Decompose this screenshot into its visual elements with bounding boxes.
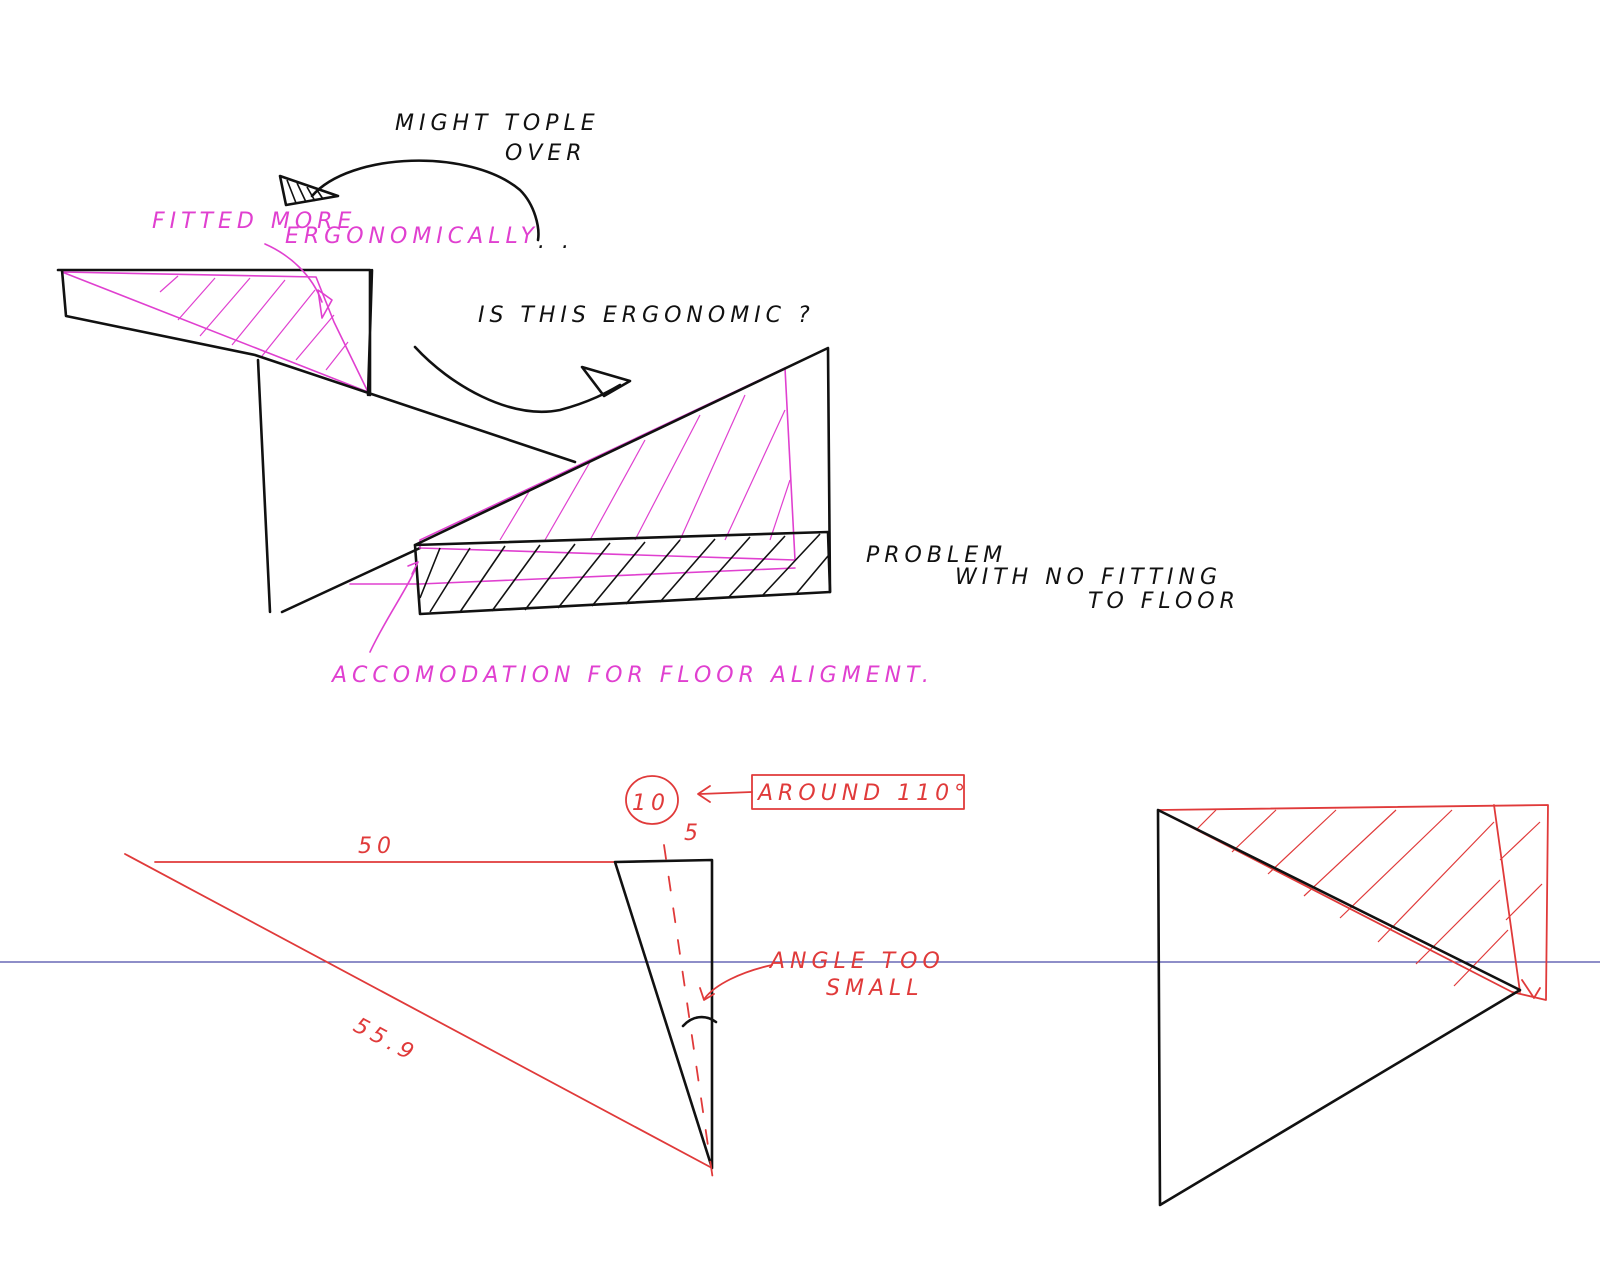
is-this-ergonomic: IS THIS ERGONOMIC ? bbox=[478, 303, 815, 328]
small-value: 5 bbox=[684, 821, 703, 846]
problem-line2: WITH NO FITTING bbox=[955, 565, 1222, 590]
black-triangle-outline bbox=[1156, 808, 1522, 1207]
angle-note-line1: ANGLE TOO bbox=[768, 949, 945, 974]
fitted-line2: ERGONOMICALLY bbox=[285, 224, 539, 249]
floor-bar-hatch bbox=[419, 533, 829, 613]
block-right bbox=[413, 346, 832, 594]
might-topple-line2: OVER bbox=[505, 141, 587, 166]
top-length-label: 50 bbox=[358, 834, 396, 859]
might-topple-line1: MIGHT TOPLE bbox=[395, 111, 600, 136]
top-sketch: . . bbox=[56, 159, 832, 653]
fitted-line1: FITTED MORE bbox=[152, 209, 356, 234]
magenta-hatch-right bbox=[499, 394, 791, 541]
wedge-sketch bbox=[1156, 804, 1549, 1207]
circled-value-ring bbox=[625, 775, 679, 825]
angle-box bbox=[751, 774, 965, 810]
floor-bar bbox=[413, 530, 832, 616]
problem-line3: TO FLOOR bbox=[1088, 589, 1240, 614]
red-hatch bbox=[1195, 809, 1543, 987]
topple-arrow bbox=[310, 159, 540, 242]
problem-line1: PROBLEM bbox=[866, 543, 1007, 568]
magenta-hatch-left bbox=[159, 275, 349, 371]
magenta-wedge-left bbox=[61, 271, 369, 393]
topple-triangle bbox=[278, 174, 340, 207]
ergonomic-arrow bbox=[413, 345, 622, 413]
measurement-sketch bbox=[124, 774, 965, 1181]
floor-accommodation: ACCOMODATION FOR FLOOR ALIGMENT. bbox=[330, 663, 934, 688]
red-hatched-wedge bbox=[1157, 804, 1549, 1001]
narrow-triangle bbox=[613, 858, 714, 1170]
angle-note-line2: SMALL bbox=[826, 976, 924, 1001]
hypotenuse-line bbox=[124, 853, 713, 1169]
circled-value: 10 bbox=[632, 791, 670, 816]
block-left bbox=[56, 268, 577, 464]
angle-box-label: AROUND 110° bbox=[756, 781, 970, 806]
svg-text:. .: . . bbox=[538, 229, 574, 254]
hypotenuse-label: 55.9 bbox=[349, 1013, 422, 1067]
magenta-wedge-right bbox=[419, 367, 796, 561]
